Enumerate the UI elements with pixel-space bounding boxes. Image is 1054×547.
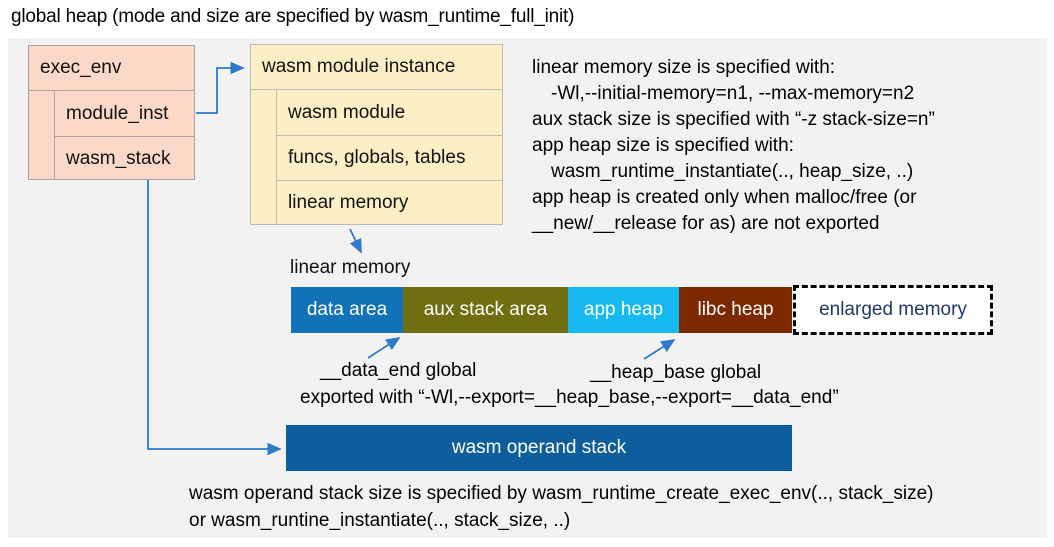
module-instance-header: wasm module instance xyxy=(251,45,502,90)
note-line: wasm_runtime_instantiate(.., heap_size, … xyxy=(551,161,914,182)
linear-memory-label: linear memory xyxy=(290,257,411,278)
exec-env-fields: module_inst wasm_stack xyxy=(54,91,194,179)
note-line: aux stack size is specified with “-z sta… xyxy=(532,109,935,130)
exec-env-box: exec_env module_inst wasm_stack xyxy=(28,45,195,180)
note-line: app heap is created only when malloc/fre… xyxy=(532,187,917,208)
segment-app-heap: app heap xyxy=(568,287,679,333)
segment-aux-stack-area: aux stack area xyxy=(403,287,568,333)
footer-line: or wasm_runtine_instantiate(.., stack_si… xyxy=(189,510,571,531)
footer-notes: wasm operand stack size is specified by … xyxy=(189,480,934,534)
segment-data-area: data area xyxy=(291,287,403,333)
operand-stack-label: wasm operand stack xyxy=(451,437,627,458)
field-module-inst: module_inst xyxy=(66,102,169,124)
note-line: __new/__release for as) are not exported xyxy=(532,213,880,234)
heap-base-annotation: __heap_base global xyxy=(590,362,762,383)
segment-libc-heap: libc heap xyxy=(679,287,792,333)
segment-enlarged-memory: enlarged memory xyxy=(793,285,993,335)
field-wasm-stack: wasm_stack xyxy=(55,136,194,181)
notes-block: linear memory size is specified with: -W… xyxy=(532,55,1044,237)
export-flags-annotation: exported with “-Wl,--export=__heap_base,… xyxy=(300,387,839,408)
note-line: -Wl,--initial-memory=n1, --max-memory=n2 xyxy=(551,83,915,104)
footer-line: wasm operand stack size is specified by … xyxy=(189,483,934,504)
field-funcs-globals-tables: funcs, globals, tables xyxy=(277,135,502,180)
note-line: app heap size is specified with: xyxy=(532,135,794,156)
data-end-annotation: __data_end global xyxy=(320,360,477,381)
module-instance-fields: wasm module funcs, globals, tables linea… xyxy=(276,90,502,224)
note-line: linear memory size is specified with: xyxy=(532,57,836,78)
field-wasm-module: wasm module xyxy=(288,101,406,123)
diagram-title: global heap (mode and size are specified… xyxy=(11,6,575,27)
exec-env-header: exec_env xyxy=(29,46,194,91)
field-linear-memory: linear memory xyxy=(277,180,502,225)
operand-stack-bar: wasm operand stack xyxy=(286,425,792,471)
module-instance-box: wasm module instance wasm module funcs, … xyxy=(250,44,503,225)
